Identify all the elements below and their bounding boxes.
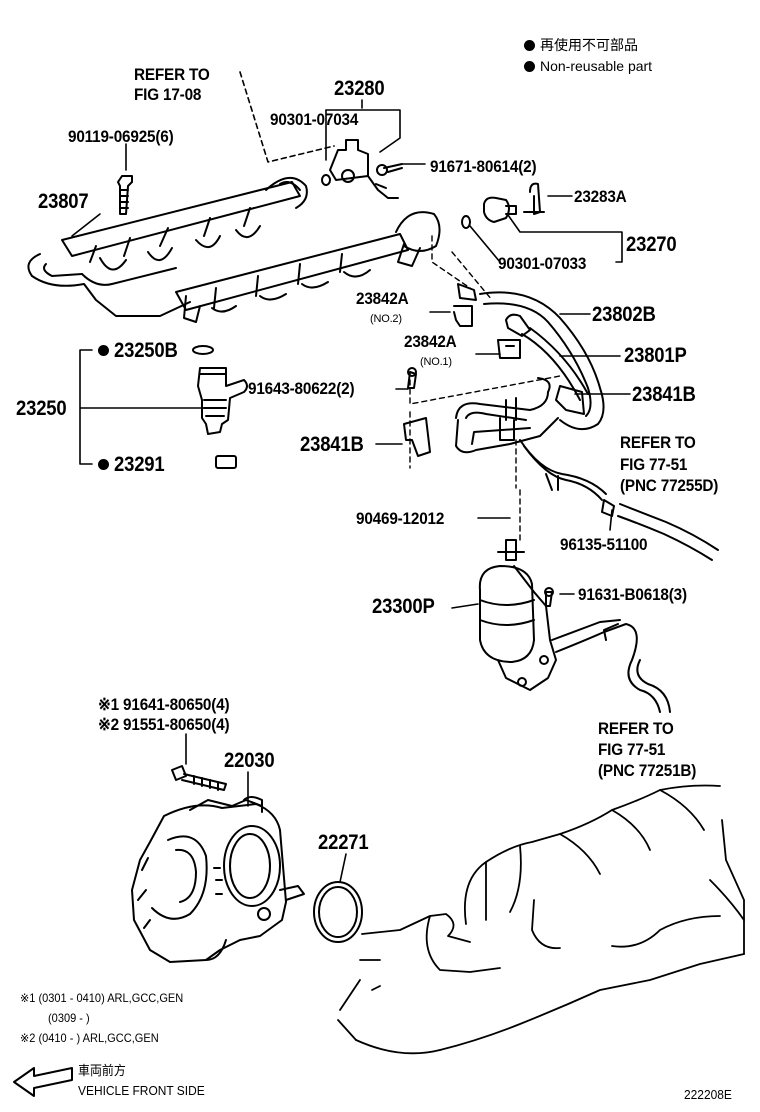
refer-label-3-pnc[interactable]: (PNC 77251B) [598, 761, 697, 780]
refer-label-3[interactable]: REFER TO [598, 719, 674, 738]
part-23841B-right[interactable]: 23841B [632, 383, 696, 406]
part-23250B[interactable]: 23250B [114, 339, 178, 362]
legend-reuse-jp: 再使用不可部品 [524, 38, 638, 52]
part-91643-80622[interactable]: 91643-80622(2) [248, 379, 355, 398]
legend-reuse-en: Non-reusable part [524, 59, 652, 73]
part-23300P[interactable]: 23300P [372, 595, 435, 618]
part-23842A-no1-note: (NO.1) [420, 356, 452, 368]
part-23250[interactable]: 23250 [16, 397, 67, 420]
applicability-note-2: ※2 (0410 - ) ARL,GCC,GEN [20, 1031, 159, 1045]
legend-jp-label: 再使用不可部品 [540, 37, 638, 53]
vehicle-front-jp: 車両前方 [78, 1063, 126, 1078]
figure-id: 222208E [684, 1087, 732, 1102]
pulsation-damper-23270 [461, 182, 545, 229]
part-23841B-left[interactable]: 23841B [300, 433, 364, 456]
part-91641-80650[interactable]: ※1 91641-80650(4) [98, 695, 230, 714]
dashed-assembly-lines [409, 235, 561, 541]
part-23280[interactable]: 23280 [334, 77, 385, 100]
part-22030[interactable]: 22030 [224, 749, 275, 772]
part-23802B[interactable]: 23802B [592, 303, 656, 326]
refer-label-1-fig[interactable]: FIG 17-08 [134, 85, 202, 104]
part-23842A-no2[interactable]: 23842A [356, 289, 409, 308]
refer-label-3-fig[interactable]: FIG 77-51 [598, 740, 666, 759]
non-reusable-bullet-icon [98, 345, 109, 356]
part-96135-51100[interactable]: 96135-51100 [560, 535, 648, 554]
refer-label-1[interactable]: REFER TO [134, 65, 210, 84]
part-23842A-no1[interactable]: 23842A [404, 332, 457, 351]
part-91631-B0618[interactable]: 91631-B0618(3) [578, 585, 687, 604]
part-91551-80650[interactable]: ※2 91551-80650(4) [98, 715, 230, 734]
applicability-note-1b: (0309 - ) [48, 1011, 90, 1025]
part-90301-07034[interactable]: 90301-07034 [270, 110, 359, 129]
fuel-hoses [403, 283, 719, 561]
fuel-rail-23807 [27, 139, 441, 323]
part-23283A[interactable]: 23283A [574, 187, 627, 206]
part-23801P[interactable]: 23801P [624, 344, 687, 367]
part-23842A-no2-note: (NO.2) [370, 313, 402, 325]
injector-23250 [192, 345, 248, 469]
bullet-icon [524, 61, 535, 72]
part-90469-12012[interactable]: 90469-12012 [356, 509, 445, 528]
refer-label-2-pnc[interactable]: (PNC 77255D) [620, 476, 719, 495]
throttle-body-22030 [131, 765, 363, 963]
part-22271[interactable]: 22271 [318, 831, 369, 854]
leader-lines [71, 71, 631, 883]
non-reusable-bullet-icon [98, 459, 109, 470]
refer-label-2-fig[interactable]: FIG 77-51 [620, 455, 688, 474]
bullet-icon [524, 40, 535, 51]
part-90301-07033[interactable]: 90301-07033 [498, 254, 587, 273]
vehicle-front-en: VEHICLE FRONT SIDE [78, 1083, 205, 1098]
part-23807[interactable]: 23807 [38, 190, 89, 213]
part-23291[interactable]: 23291 [114, 453, 165, 476]
applicability-note-1: ※1 (0301 - 0410) ARL,GCC,GEN [20, 991, 184, 1005]
intake-manifold-outline [337, 784, 745, 1055]
part-90119-06925[interactable]: 90119-06925(6) [68, 127, 174, 146]
legend-en-label: Non-reusable part [540, 58, 653, 74]
front-arrow-icon [13, 1067, 73, 1097]
part-23270[interactable]: 23270 [626, 233, 677, 256]
part-91671-80614[interactable]: 91671-80614(2) [430, 157, 537, 176]
fuel-filter-23300P [478, 539, 671, 713]
refer-label-2[interactable]: REFER TO [620, 433, 696, 452]
